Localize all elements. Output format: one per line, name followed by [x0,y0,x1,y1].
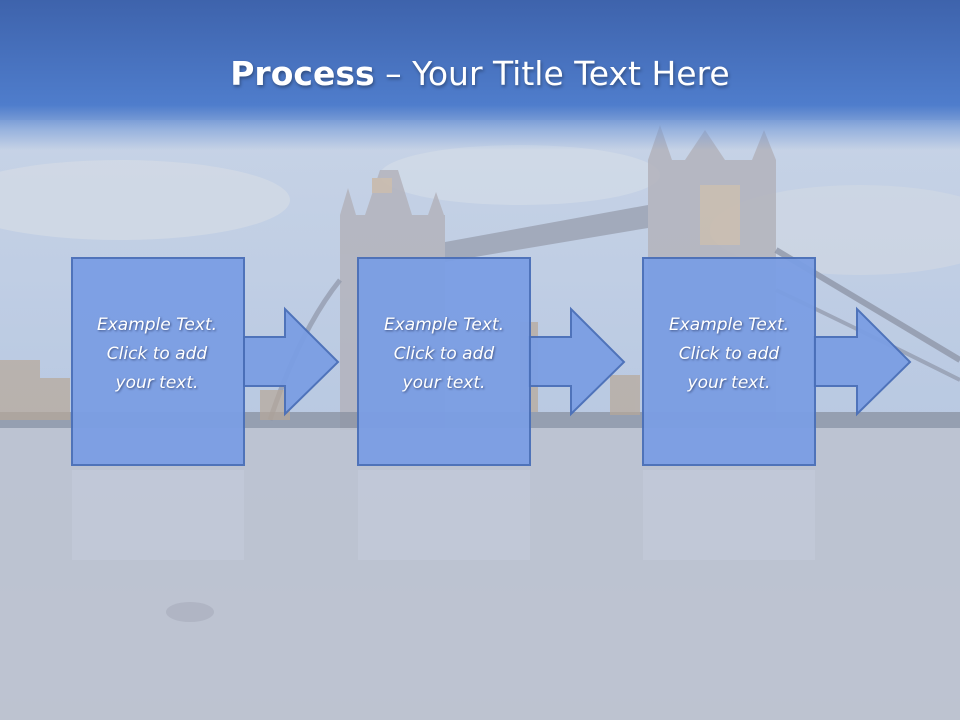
process-arrow-3 [813,306,912,417]
step-line: your text. [402,373,486,393]
process-step-box-2[interactable] [357,257,531,466]
step-line: Example Text. [668,315,790,335]
cloud [380,145,660,205]
cloud [0,160,290,240]
title-bar [0,0,960,150]
step-line: Example Text. [96,315,218,335]
step-line: Example Text. [383,315,505,335]
process-step-text-3[interactable]: Example Text. Click to add your text. [644,311,814,398]
process-step-box-1[interactable] [71,257,245,466]
step-line: your text. [115,373,199,393]
process-step-text-1[interactable]: Example Text. Click to add your text. [72,311,242,398]
process-arrow-1 [243,306,340,417]
page-title[interactable]: Process – Your Title Text Here [0,52,960,96]
process-step-box-3[interactable] [642,257,816,466]
step-line: Click to add [106,344,208,364]
title-bold-text: Process [230,54,375,93]
step-line: Click to add [393,344,495,364]
title-rest-text: – Your Title Text Here [374,54,730,93]
step-line: your text. [687,373,771,393]
step-line: Click to add [678,344,780,364]
process-step-text-2[interactable]: Example Text. Click to add your text. [359,311,529,398]
river [0,428,960,720]
river-debris [166,602,214,622]
process-arrow-2 [528,306,626,417]
process-reflection [72,470,815,560]
bridge-walkway [445,205,648,262]
